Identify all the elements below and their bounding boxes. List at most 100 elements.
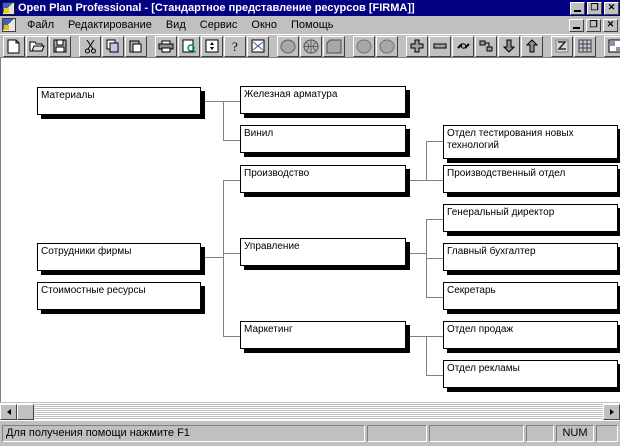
connector — [223, 101, 224, 141]
cut-scissors-icon — [84, 39, 96, 53]
minimize-button[interactable] — [570, 1, 585, 15]
resource-ellipse-icon — [280, 39, 296, 53]
diagram-node-gl-buhgalter[interactable]: Главный бухгалтер — [443, 243, 618, 271]
move-down-arrow-icon — [503, 39, 515, 53]
diagram-client-area[interactable]: Материалы Железная арматура Винил Отдел … — [0, 58, 620, 402]
connector — [223, 180, 240, 181]
diagram-node-proizvodstvo[interactable]: Производство — [240, 165, 406, 193]
grid-table-button[interactable] — [574, 35, 596, 57]
link-button[interactable] — [452, 35, 474, 57]
resource-tree-canvas: Материалы Железная арматура Винил Отдел … — [1, 58, 620, 402]
diagram-node-otdel-test[interactable]: Отдел тестирования новых технологий — [443, 125, 618, 159]
layout-button[interactable] — [604, 35, 620, 57]
scroll-right-button[interactable] — [603, 404, 620, 420]
scrollbar-track[interactable] — [17, 404, 603, 420]
copy-button[interactable] — [102, 35, 124, 57]
sort-button[interactable] — [201, 35, 223, 57]
menu-item-file[interactable]: Файл — [27, 19, 55, 31]
diagram-node-otdel-reklamy[interactable]: Отдел рекламы — [443, 360, 618, 388]
remove-button[interactable] — [429, 35, 451, 57]
menu-item-window[interactable]: Окно — [251, 19, 277, 31]
diagram-node-marketing[interactable]: Маркетинг — [240, 321, 406, 349]
scroll-right-arrow-icon — [609, 409, 614, 415]
connector — [223, 180, 224, 336]
move-up-arrow-icon — [526, 39, 538, 53]
link-icon — [456, 43, 470, 49]
status-panel-3 — [526, 424, 554, 442]
diagram-node-vinil[interactable]: Винил — [240, 125, 406, 153]
node-label: Отдел рекламы — [447, 363, 520, 374]
mdi-child-icon[interactable] — [2, 18, 16, 32]
connector — [618, 375, 620, 376]
open-folder-button[interactable] — [26, 35, 48, 57]
connector — [410, 253, 426, 254]
status-num-indicator: NUM — [556, 424, 594, 442]
scrollbar-thumb[interactable] — [17, 404, 34, 420]
connector — [410, 180, 426, 181]
connector — [618, 258, 620, 259]
filter-icon — [251, 39, 265, 53]
paste-icon — [129, 40, 142, 53]
menu-item-edit[interactable]: Редактирование — [68, 19, 152, 31]
resource-shape-button[interactable] — [323, 35, 345, 57]
move-up-button[interactable] — [521, 35, 543, 57]
circle-gray-2-icon — [379, 39, 395, 53]
resource-ellipse-button[interactable] — [277, 35, 299, 57]
diagram-node-sekretar[interactable]: Секретарь — [443, 282, 618, 310]
diagram-node-stoim-resursy[interactable]: Стоимостные ресурсы — [37, 282, 201, 310]
remove-minus-icon — [433, 43, 447, 49]
zigzag-button[interactable] — [551, 35, 573, 57]
connector — [223, 101, 240, 102]
child-minimize-button[interactable] — [569, 18, 584, 32]
help-button[interactable]: ? — [224, 35, 246, 57]
scroll-left-arrow-icon — [6, 409, 11, 415]
child-restore-button[interactable]: ❐ — [586, 18, 601, 32]
new-document-button[interactable] — [3, 35, 25, 57]
save-button[interactable] — [49, 35, 71, 57]
node-label: Сотрудники фирмы — [41, 246, 132, 257]
title-bar: Open Plan Professional - [Стандартное пр… — [0, 0, 620, 16]
status-panel-1 — [367, 424, 427, 442]
close-button[interactable]: ✕ — [604, 1, 619, 15]
diagram-node-proizv-otdel[interactable]: Производственный отдел — [443, 165, 618, 193]
menu-item-help[interactable]: Помощь — [290, 19, 334, 31]
zigzag-icon — [555, 39, 569, 53]
move-down-button[interactable] — [498, 35, 520, 57]
connector — [426, 297, 443, 298]
layout-icon — [608, 39, 620, 53]
child-close-button[interactable]: ✕ — [603, 18, 618, 32]
scroll-left-button[interactable] — [0, 404, 17, 420]
toolbar: ? — [0, 34, 620, 58]
horizontal-scrollbar[interactable] — [0, 403, 620, 420]
connector — [426, 141, 427, 180]
diagram-node-otdel-prodazh[interactable]: Отдел продаж — [443, 321, 618, 349]
copy-icon — [106, 39, 119, 53]
print-button[interactable] — [155, 35, 177, 57]
menu-item-tools[interactable]: Сервис — [199, 19, 238, 31]
print-preview-button[interactable] — [178, 35, 200, 57]
diagram-node-materialy[interactable]: Материалы — [37, 87, 201, 115]
connector — [618, 180, 620, 181]
circle-gray-2-button[interactable] — [376, 35, 398, 57]
connector — [223, 336, 240, 337]
paste-button[interactable] — [125, 35, 147, 57]
menu-bar: Файл Редактирование Вид Сервис Окно Помо… — [0, 16, 620, 34]
circle-gray-button[interactable] — [353, 35, 375, 57]
node-label: Производственный отдел — [447, 168, 566, 179]
diagram-node-gen-direktor[interactable]: Генеральный директор — [443, 204, 618, 232]
level-button[interactable] — [475, 35, 497, 57]
restore-button[interactable]: ❐ — [587, 1, 602, 15]
menu-item-view[interactable]: Вид — [165, 19, 186, 31]
diagram-node-zhel-armatura[interactable]: Железная арматура — [240, 86, 406, 114]
diagram-node-upravlenie[interactable]: Управление — [240, 238, 406, 266]
resource-globe-button[interactable] — [300, 35, 322, 57]
cut-button[interactable] — [79, 35, 101, 57]
add-button[interactable] — [406, 35, 428, 57]
filter-button[interactable] — [247, 35, 269, 57]
node-label: Материалы — [41, 90, 95, 101]
mdi-child-system-buttons: ❐ ✕ — [569, 18, 618, 32]
node-label: Отдел тестирования новых технологий — [447, 128, 574, 151]
connector — [205, 257, 223, 258]
diagram-node-sotrudniki[interactable]: Сотрудники фирмы — [37, 243, 201, 271]
add-plus-icon — [410, 39, 424, 53]
